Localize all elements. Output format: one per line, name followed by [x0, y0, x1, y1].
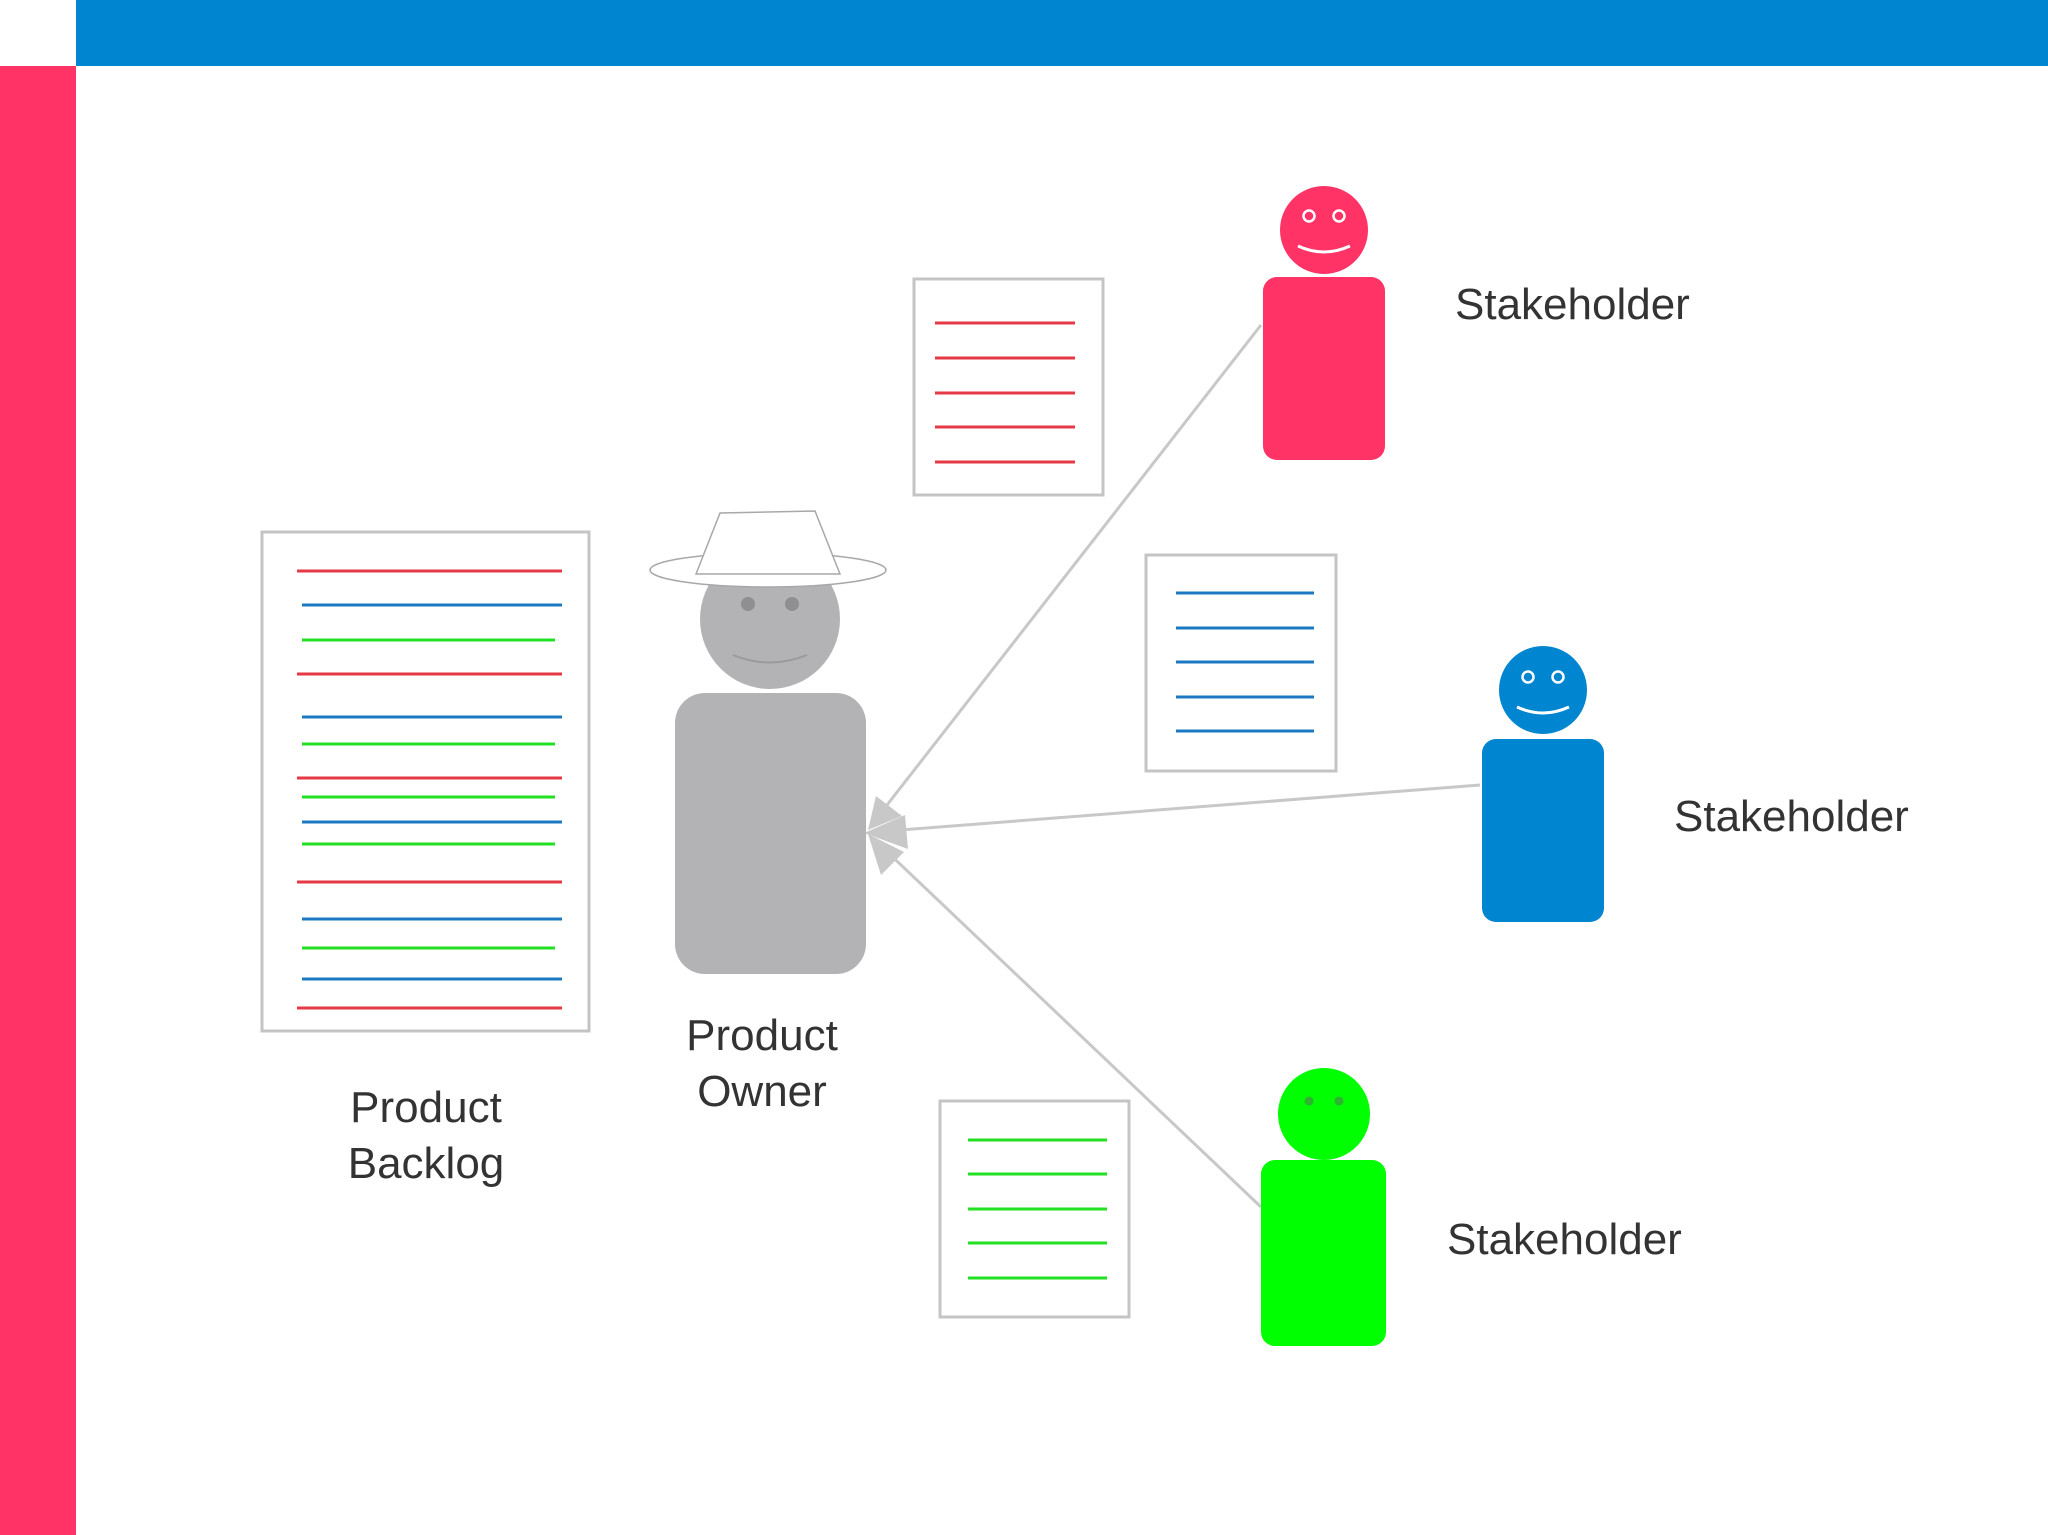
arrow-icon: [864, 815, 908, 849]
label-product-backlog-line1: Product: [350, 1083, 502, 1132]
doc-red-lines: [935, 321, 1075, 464]
doc-blue-lines: [1176, 591, 1314, 733]
stakeholder-blue-head: [1499, 646, 1587, 734]
person-with-hat-icon: [649, 510, 887, 974]
label-product-owner-line2: Owner: [697, 1067, 827, 1116]
backlog-lines: [297, 569, 562, 1010]
top-accent-bar: [76, 0, 2048, 66]
smiling-person-icon: [1482, 646, 1604, 922]
smiling-person-icon: [1263, 186, 1385, 460]
stakeholder-red-body: [1263, 277, 1385, 460]
doc-blue-requests: [1144, 553, 1338, 773]
neutral-person-icon: [1261, 1068, 1386, 1346]
owner-smile: [732, 654, 808, 664]
owner-eye-right: [785, 597, 799, 611]
owner-body: [675, 693, 866, 974]
stakeholder-green-body: [1261, 1160, 1386, 1346]
doc-green-requests: [938, 1099, 1131, 1319]
owner-eye-left: [741, 597, 755, 611]
arrow-icon: [868, 834, 904, 875]
label-product-backlog-line2: Backlog: [347, 1139, 505, 1188]
doc-green-lines: [968, 1138, 1107, 1280]
label-stakeholder-blue: Stakeholder: [1674, 792, 1909, 841]
stakeholder-blue-body: [1482, 739, 1604, 922]
doc-red-requests: [912, 277, 1105, 497]
hat-crown: [694, 510, 842, 575]
left-accent-bar: [0, 66, 76, 1535]
stakeholder-red-head: [1280, 186, 1368, 274]
label-product-owner: Product Owner: [636, 1008, 888, 1120]
stakeholder-green-head: [1278, 1068, 1370, 1160]
label-stakeholder-red: Stakeholder: [1455, 280, 1690, 329]
arrow-green-to-owner: [878, 843, 1263, 1209]
arrow-red-to-owner: [871, 324, 1263, 824]
arrow-icon: [868, 796, 902, 830]
label-product-backlog: Product Backlog: [300, 1080, 552, 1192]
arrow-blue-to-owner: [874, 783, 1481, 834]
backlog-document: [260, 530, 591, 1033]
arrows: [864, 324, 1481, 1209]
label-product-owner-line1: Product: [686, 1011, 838, 1060]
label-stakeholder-green: Stakeholder: [1447, 1215, 1682, 1264]
